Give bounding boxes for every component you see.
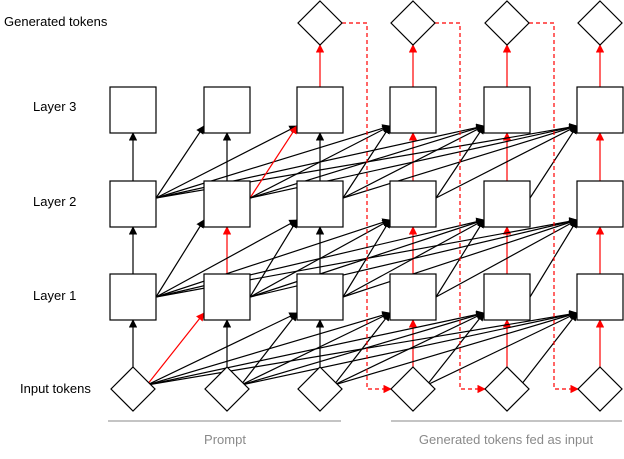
layer3-node <box>389 86 437 134</box>
layer3-node <box>296 86 344 134</box>
edge-l1-to-l2-attention <box>249 219 298 298</box>
edge-inp-to-l1-attention <box>426 312 485 386</box>
input-token-node <box>484 366 530 412</box>
layer3-node <box>576 86 624 134</box>
input-token-node <box>390 366 436 412</box>
edge-inp-to-l1-attention <box>426 312 578 386</box>
input-token-node <box>297 366 343 412</box>
edge-inp-to-l1-attention <box>520 312 578 386</box>
edge-l2-to-l3-attention <box>155 125 205 199</box>
edge-l1-to-l2-attention <box>155 219 298 298</box>
edge-inp-to-l1-attention <box>146 312 205 386</box>
layer1-node <box>576 273 624 321</box>
row-label-layer-2: Layer 2 <box>33 194 76 209</box>
input-token-node <box>110 366 156 412</box>
generated-caption: Generated tokens fed as input <box>419 432 594 447</box>
layer1-node <box>203 273 251 321</box>
layer2-node <box>576 180 624 228</box>
row-label-layer-3: Layer 3 <box>33 99 76 114</box>
layer3-node <box>109 86 157 134</box>
edge-inp-to-l1-attention <box>333 312 485 386</box>
edge-inp-to-l1-attention <box>240 312 391 386</box>
layer1-node <box>109 273 157 321</box>
layer1-node <box>389 273 437 321</box>
layer2-node <box>296 180 344 228</box>
row-label-generated-tokens: Generated tokens <box>4 14 108 29</box>
edge-l1-to-l2-attention <box>155 219 205 298</box>
layer2-node <box>483 180 531 228</box>
generated-token-node <box>390 0 436 46</box>
layer2-node <box>203 180 251 228</box>
layer3-node <box>483 86 531 134</box>
input-token-node <box>577 366 623 412</box>
prompt-caption: Prompt <box>204 432 246 447</box>
generated-token-node <box>297 0 343 46</box>
input-token-node <box>204 366 250 412</box>
edge-inp-to-l1-attention <box>146 312 298 386</box>
edges-layer <box>128 22 605 394</box>
nodes-layer <box>109 0 624 412</box>
edge-inp-to-l1-attention <box>240 312 298 386</box>
layer3-node <box>203 86 251 134</box>
layer1-node <box>483 273 531 321</box>
generated-token-node <box>484 0 530 46</box>
edge-l2-to-l3-attention <box>249 125 298 199</box>
edge-l2-to-l3-attention <box>155 125 298 199</box>
feedback-dashed-edge <box>342 22 392 394</box>
generated-token-node <box>577 0 623 46</box>
edge-inp-to-l1-attention <box>333 312 391 386</box>
row-label-layer-1: Layer 1 <box>33 288 76 303</box>
layer1-node <box>296 273 344 321</box>
layer2-node <box>389 180 437 228</box>
layer2-node <box>109 180 157 228</box>
feedback-dashed-edge <box>529 22 579 394</box>
row-label-input-tokens: Input tokens <box>20 381 91 396</box>
